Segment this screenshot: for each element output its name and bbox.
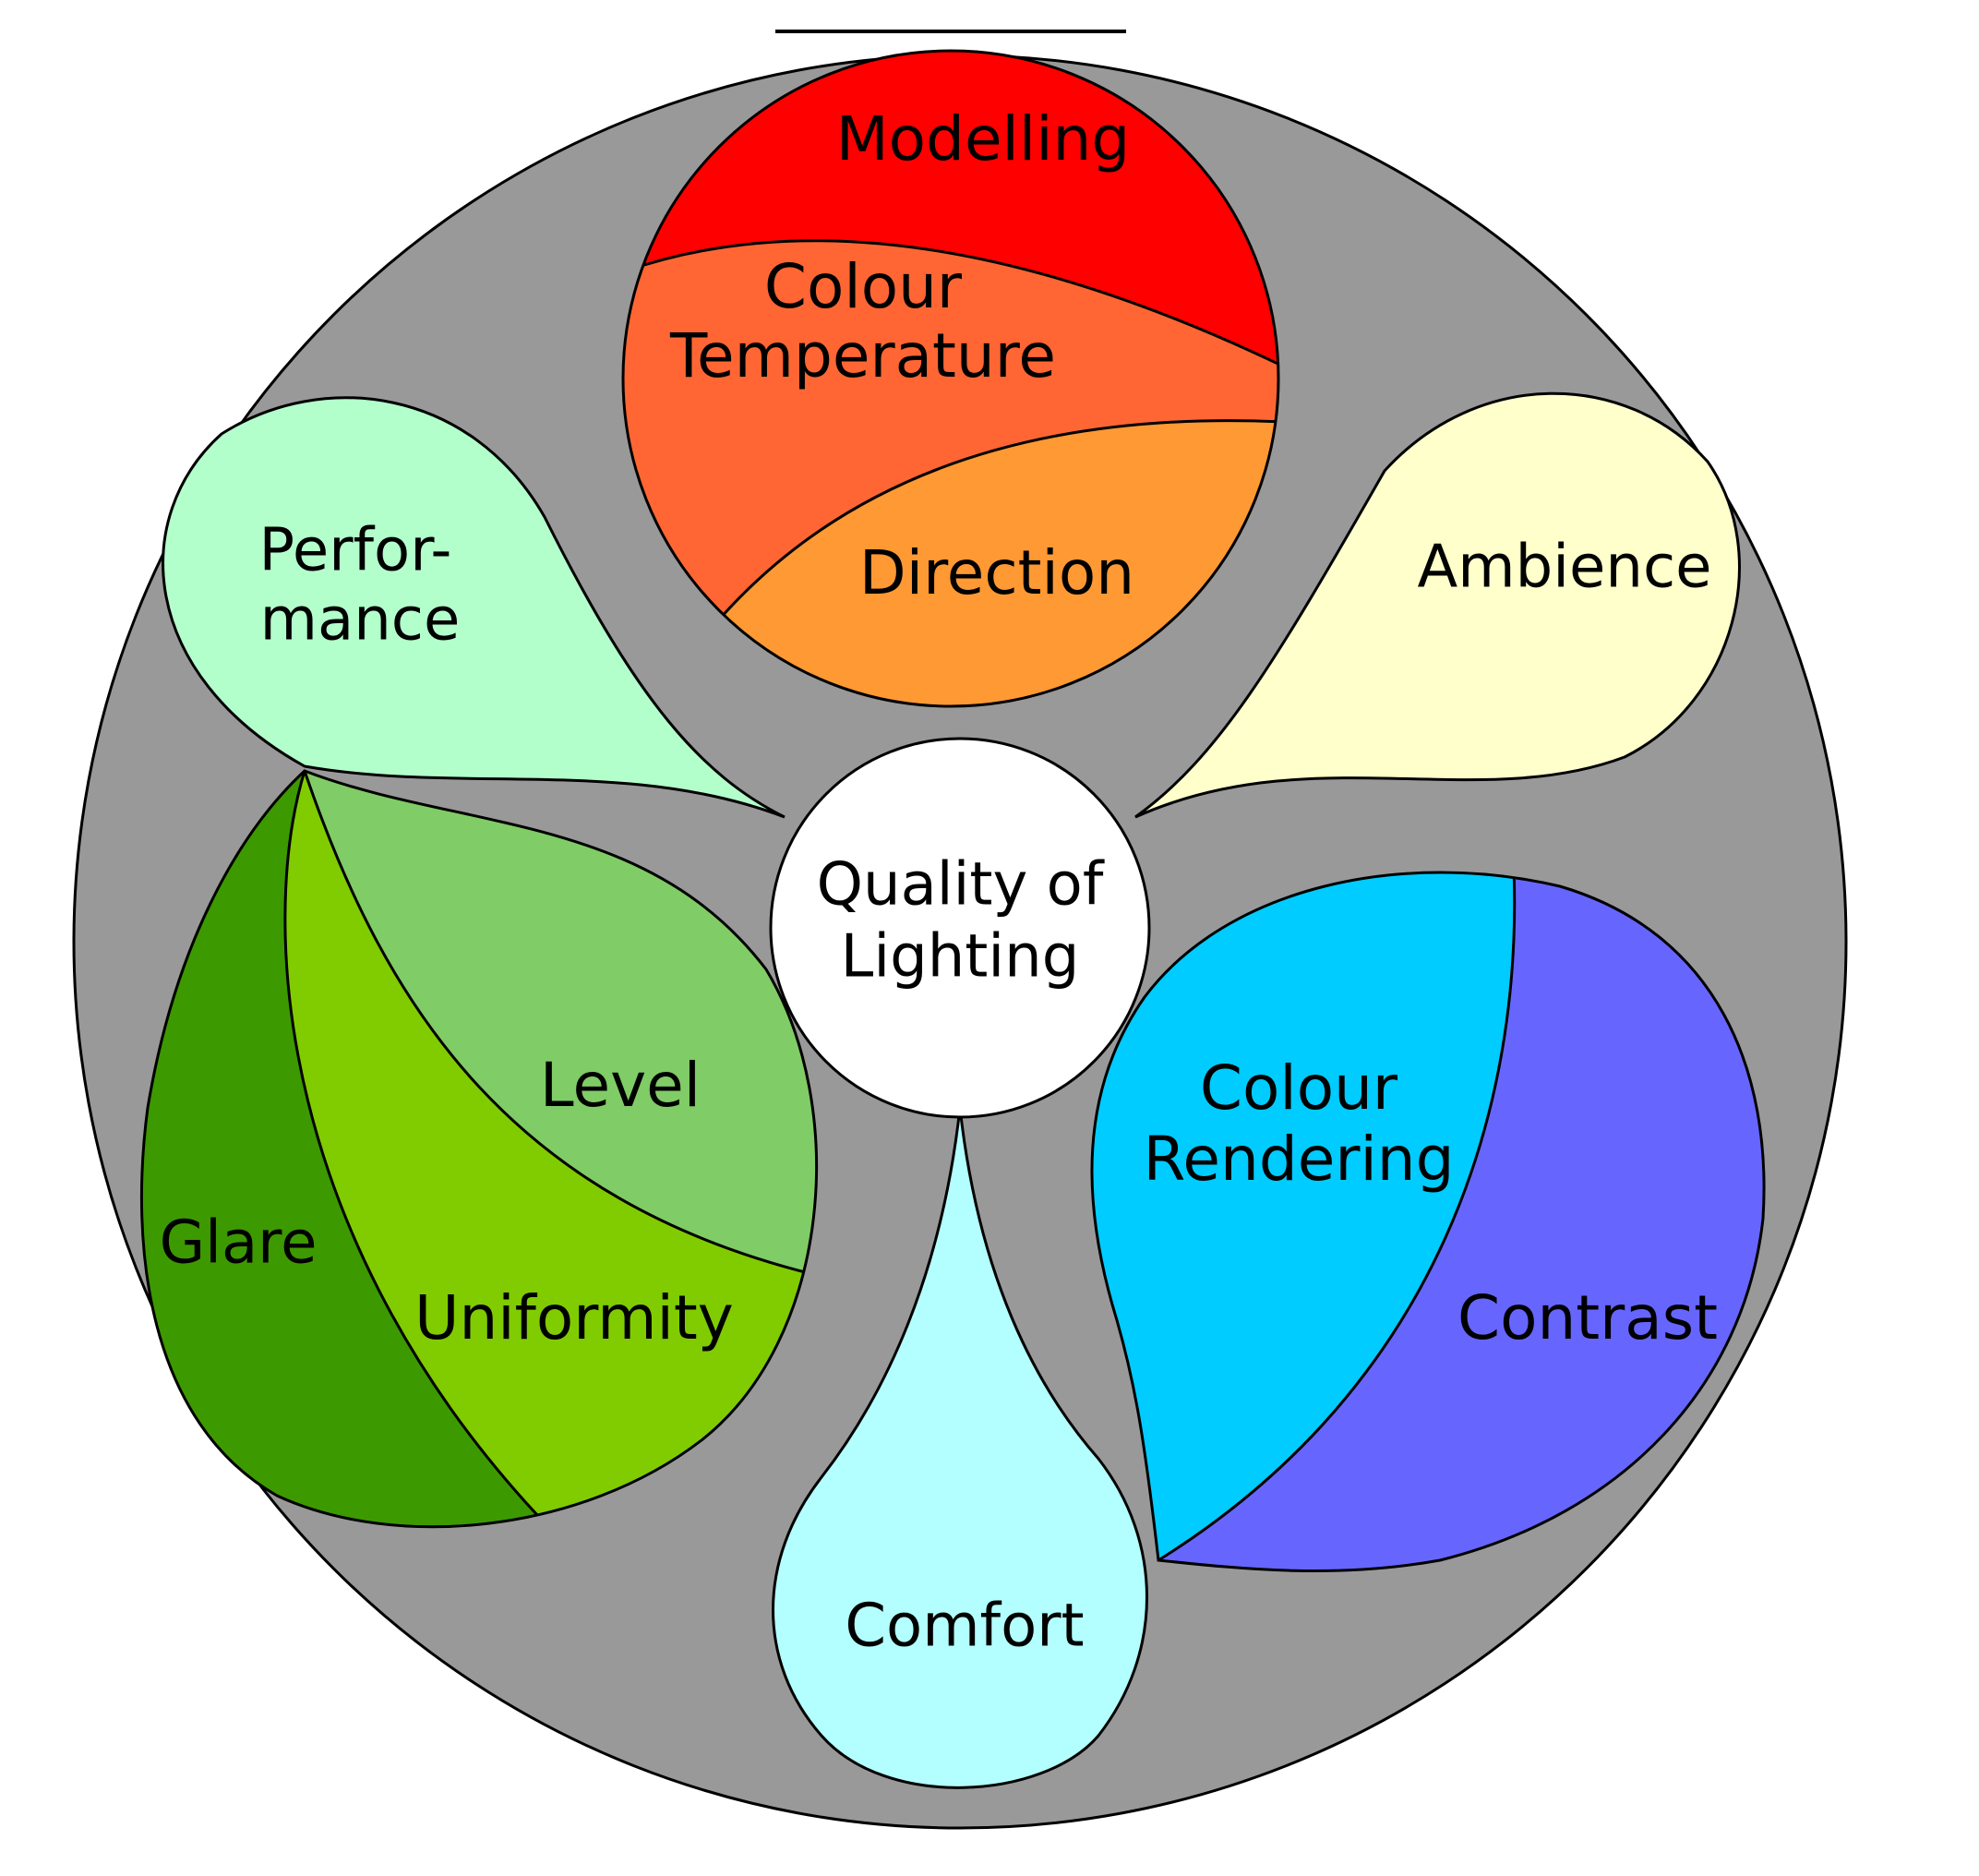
direction-label: Direction: [859, 537, 1134, 608]
modelling-label: Modelling: [836, 103, 1131, 174]
level-divider: [303, 771, 813, 1276]
comfort-label: Comfort: [845, 1593, 1084, 1661]
colour-temperature-label-line2: Temperature: [669, 320, 1056, 391]
center-label-line1: Quality of: [817, 851, 1105, 920]
ambience-segment: [1134, 391, 1741, 819]
performance-segment: [162, 396, 786, 819]
performance-label-line1: Perfor-: [259, 517, 452, 585]
uniformity-label: Uniformity: [414, 1282, 734, 1353]
center-label-line2: Lighting: [841, 923, 1080, 992]
center-circle: [769, 737, 1151, 1119]
contrast-divider: [1157, 872, 1517, 1562]
modelling-divider: [623, 239, 1278, 436]
uniformity-divider: [283, 771, 556, 1527]
contrast-label: Contrast: [1457, 1282, 1718, 1353]
top-group-outline: [621, 49, 1280, 708]
ambience-label: Ambience: [1417, 534, 1711, 602]
top-edge-mark: [775, 30, 1126, 33]
comfort-segment: [772, 1107, 1148, 1789]
glare-label: Glare: [160, 1209, 318, 1278]
performance-label-line2: mance: [260, 586, 461, 655]
colour-temperature-label-line1: Colour: [764, 251, 963, 322]
colour-rendering-label-line1: Colour: [1200, 1052, 1398, 1124]
colour-rendering-segment: [1091, 872, 1515, 1569]
colour-rendering-label-line2: Rendering: [1143, 1124, 1454, 1195]
direction-divider: [718, 419, 1278, 619]
level-label: Level: [540, 1050, 701, 1121]
